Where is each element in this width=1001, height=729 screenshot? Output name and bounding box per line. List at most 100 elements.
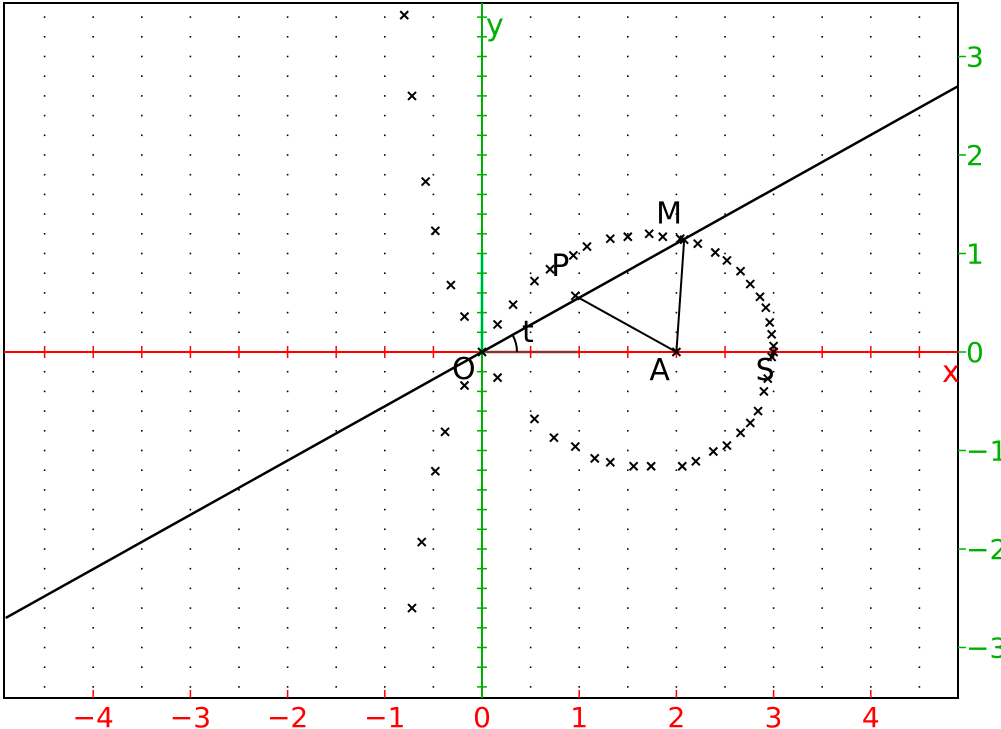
grid-dot (286, 16, 289, 18)
grid-dot (578, 252, 580, 255)
grid-dot (189, 489, 192, 491)
grid-dot (335, 666, 337, 668)
grid-dot (627, 95, 629, 97)
grid-dot (43, 311, 46, 314)
grid-dot (238, 548, 240, 550)
grid-dot (92, 331, 94, 334)
grid-dot (627, 410, 629, 412)
grid-dot (870, 114, 872, 117)
grid-dot (189, 508, 192, 511)
locus-point (545, 264, 555, 274)
grid-dot (918, 686, 921, 688)
grid-dot (43, 331, 46, 334)
grid-dot (335, 370, 337, 373)
locus-point (605, 234, 616, 244)
grid-dot (141, 489, 143, 491)
grid-dot (432, 666, 435, 668)
grid-dot (432, 567, 435, 570)
grid-dot (43, 449, 46, 452)
grid-dot (335, 686, 337, 688)
grid-dot (675, 587, 678, 590)
grid-dot (724, 193, 726, 196)
grid-dot (432, 587, 435, 590)
grid-dot (384, 154, 386, 156)
grid-dot (821, 666, 823, 668)
grid-dot (675, 627, 678, 629)
locus-point (763, 373, 773, 384)
grid-dot (821, 75, 823, 77)
grid-dot (189, 16, 192, 18)
grid-dot (238, 272, 240, 274)
grid-dot (286, 331, 289, 334)
grid-dot (821, 331, 823, 334)
grid-dot (92, 213, 94, 215)
grid-dot (92, 272, 94, 274)
locus-point (430, 466, 441, 476)
grid-dot (335, 55, 337, 58)
grid-dot (43, 193, 46, 196)
grid-dot (335, 548, 337, 550)
grid-dot (724, 469, 726, 471)
locus-point (459, 380, 470, 391)
grid-dot (335, 489, 337, 491)
grid-dot (43, 410, 46, 412)
grid-dot (578, 114, 580, 117)
grid-dot (141, 390, 143, 393)
grid-dot (772, 370, 775, 373)
grid-dot (43, 252, 46, 255)
grid-dot (529, 114, 532, 117)
grid-dot (627, 646, 629, 649)
grid-dot (141, 233, 143, 235)
grid-dot (724, 16, 726, 18)
grid-dot (870, 233, 872, 235)
grid-dot (772, 627, 775, 629)
grid-dot (189, 213, 192, 215)
grid-dot (772, 587, 775, 590)
grid-dot (675, 75, 678, 77)
grid-dot (335, 114, 337, 117)
grid-dot (772, 686, 775, 688)
grid-dot (335, 16, 337, 18)
grid-dot (384, 55, 386, 58)
grid-dot (578, 627, 580, 629)
grid-dot (870, 587, 872, 590)
grid-dot (189, 528, 192, 531)
grid-dot (384, 627, 386, 629)
grid-dot (141, 528, 143, 531)
grid-dot (384, 548, 386, 550)
grid-dot (43, 134, 46, 137)
grid-dot (92, 410, 94, 412)
grid-dot (189, 95, 192, 97)
grid-dot (918, 627, 921, 629)
grid-dot (432, 292, 435, 294)
grid-dot (627, 134, 629, 137)
grid-dot (432, 449, 435, 452)
point-P-marker (570, 291, 581, 301)
grid-dot (286, 587, 289, 590)
grid-dot (384, 16, 386, 18)
grid-dot (821, 252, 823, 255)
grid-dot (286, 134, 289, 137)
grid-dot (141, 134, 143, 137)
grid-dot (384, 430, 386, 432)
grid-dot (675, 646, 678, 649)
grid-dot (821, 469, 823, 471)
grid-dot (918, 528, 921, 531)
grid-dot (918, 390, 921, 393)
locus-point (605, 457, 616, 468)
grid-dot (189, 292, 192, 294)
grid-dot (189, 666, 192, 668)
grid-dot (821, 430, 823, 432)
grid-dot (384, 173, 386, 176)
grid-dot (335, 134, 337, 137)
grid-dot (675, 55, 678, 58)
grid-dot (772, 272, 775, 274)
grid-dot (772, 390, 775, 393)
grid-dot (384, 686, 386, 688)
grid-dot (918, 16, 921, 18)
grid-dot (141, 55, 143, 58)
grid-dot (286, 548, 289, 550)
grid-dot (432, 410, 435, 412)
grid-dot (724, 36, 726, 38)
grid-dot (627, 627, 629, 629)
